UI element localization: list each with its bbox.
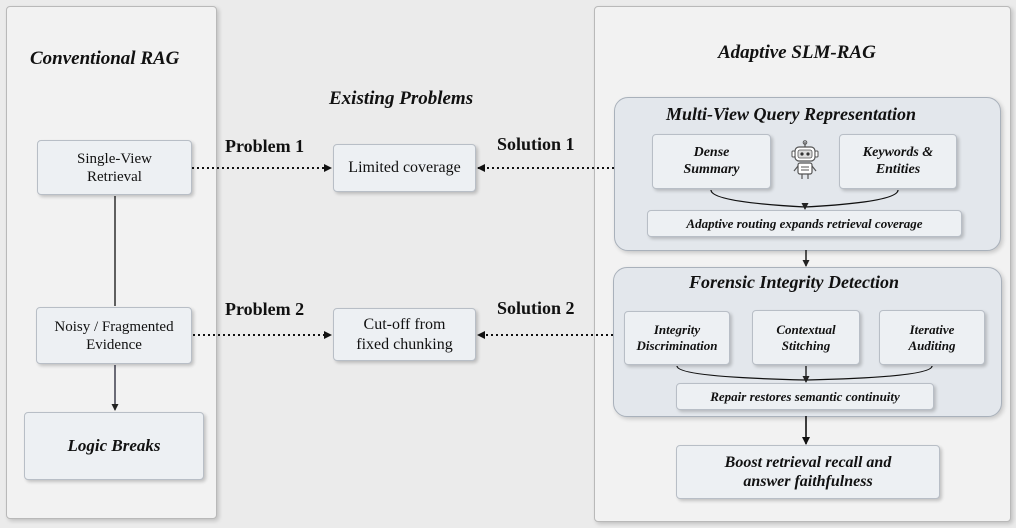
boost-retrieval-box: Boost retrieval recall and answer faithf… [676, 445, 940, 499]
boost-retrieval-label: Boost retrieval recall and answer faithf… [724, 453, 892, 490]
dense-summary-box: Dense Summary [652, 134, 771, 189]
multiview-query-title: Multi-View Query Representation [666, 104, 917, 124]
cutoff-chunking-box: Cut-off from fixed chunking [333, 308, 476, 361]
noisy-evidence-box: Noisy / Fragmented Evidence [36, 307, 192, 364]
iterative-auditing-label: Iterative Auditing [908, 321, 956, 353]
problem-1-label: Problem 1 [225, 136, 305, 156]
cutoff-chunking-label: Cut-off from fixed chunking [356, 316, 453, 353]
adaptive-routing-box: Adaptive routing expands retrieval cover… [647, 210, 962, 237]
limited-coverage-label: Limited coverage [348, 159, 461, 177]
logic-breaks-box: Logic Breaks [24, 412, 204, 480]
conventional-rag-title: Conventional RAG [30, 48, 180, 69]
forensic-integrity-title: Forensic Integrity Detection [689, 272, 899, 292]
problem-2-label: Problem 2 [225, 299, 305, 319]
keywords-entities-box: Keywords & Entities [839, 134, 957, 189]
iterative-auditing-box: Iterative Auditing [879, 310, 985, 365]
limited-coverage-box: Limited coverage [333, 144, 476, 192]
repair-continuity-box: Repair restores semantic continuity [676, 383, 934, 410]
discrimination-to-repair-curve [676, 365, 806, 381]
single-view-retrieval-label: Single-View Retrieval [77, 150, 152, 185]
adaptive-slm-rag-title: Adaptive SLM-RAG [718, 42, 876, 63]
solution-2-label: Solution 2 [497, 298, 575, 318]
dense-summary-label: Dense Summary [683, 144, 740, 177]
keywords-to-routing-curve [804, 189, 899, 208]
dense-to-routing-curve [710, 189, 806, 208]
auditing-to-repair-curve [806, 365, 933, 381]
logic-breaks-label: Logic Breaks [67, 435, 161, 455]
contextual-stitching-label: Contextual Stitching [776, 321, 836, 353]
existing-problems-title: Existing Problems [329, 88, 474, 109]
keywords-entities-label: Keywords & Entities [862, 144, 934, 177]
adaptive-routing-label: Adaptive routing expands retrieval cover… [686, 215, 923, 231]
integrity-discrimination-label: Integrity Discrimination [636, 322, 718, 353]
repair-continuity-label: Repair restores semantic continuity [710, 388, 900, 404]
single-view-retrieval-box: Single-View Retrieval [37, 140, 192, 195]
robot-icon [791, 140, 819, 179]
solution-1-label: Solution 1 [497, 134, 575, 154]
noisy-evidence-label: Noisy / Fragmented Evidence [54, 318, 174, 353]
integrity-discrimination-box: Integrity Discrimination [624, 311, 730, 365]
contextual-stitching-box: Contextual Stitching [752, 310, 860, 365]
